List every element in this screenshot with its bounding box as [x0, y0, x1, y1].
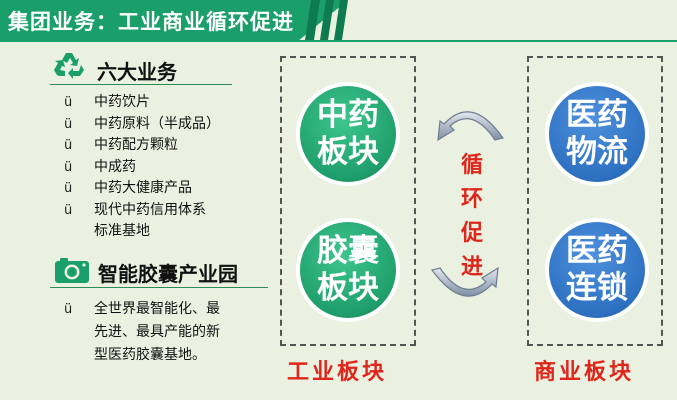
- title-stripes: [305, 0, 348, 40]
- title-underline: [0, 40, 677, 42]
- section-title-six-businesses: 六大业务: [97, 60, 177, 84]
- title-bar: 集团业务：工业商业循环促进: [0, 0, 348, 40]
- list-item-continuation: 型医药胶囊基地。: [94, 347, 206, 363]
- list-item-continuation: 标准基地: [94, 223, 150, 239]
- check-bullet-icon: ü: [64, 302, 73, 317]
- commercial-panel-label: 商业板块: [534, 359, 635, 385]
- pharma-chain-circle: 医药连锁: [545, 218, 649, 322]
- camera-icon: [55, 258, 89, 283]
- industrial-panel: [280, 56, 416, 346]
- tcm-segment-circle: 中药板块: [296, 82, 400, 186]
- page-title: 集团业务：工业商业循环促进: [8, 10, 294, 34]
- check-bullet-icon: ü: [64, 116, 73, 132]
- commercial-panel: [527, 56, 663, 346]
- check-bullet-icon: ü: [64, 202, 73, 218]
- section-title-capsule-park: 智能胶囊产业园: [98, 262, 238, 286]
- industrial-panel-label: 工业板块: [287, 359, 388, 385]
- capsule-segment-circle: 胶囊板块: [296, 218, 400, 322]
- check-bullet-icon: ü: [64, 138, 73, 153]
- check-bullet-icon: ü: [64, 95, 73, 110]
- list-item-continuation: 先进、最具产能的新: [94, 324, 220, 340]
- section-rule-2: [50, 287, 268, 288]
- section-rule-1: [50, 84, 232, 85]
- check-bullet-icon: ü: [64, 159, 73, 175]
- cycle-promotion-text: 循 环 促 进: [460, 152, 483, 280]
- recycle-icon: [54, 53, 84, 79]
- check-bullet-icon: ü: [64, 181, 73, 196]
- pharma-logistics-circle: 医药物流: [545, 82, 649, 186]
